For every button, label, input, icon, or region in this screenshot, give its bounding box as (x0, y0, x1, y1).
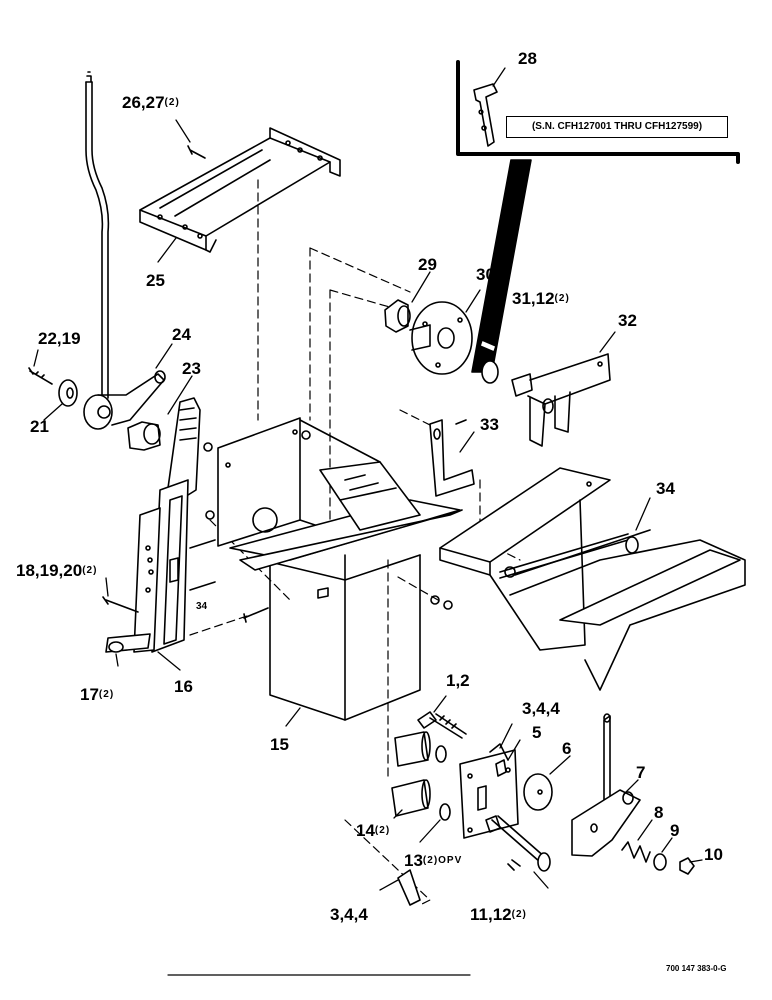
part-30-plate (409, 301, 473, 375)
part-14-spacer (391, 731, 431, 817)
console-housing (217, 417, 463, 721)
label-13: 13(2)OPV (404, 851, 463, 870)
part-23-bushing (127, 421, 161, 451)
label-33: 33 (480, 415, 499, 434)
part-33-bracket (429, 419, 475, 497)
label-32: 32 (618, 311, 637, 330)
serial-number-note: (S.N. CFH127001 THRU CFH127599) (506, 116, 728, 138)
label-3-4-4-bottom: 3,4,4 (330, 905, 368, 924)
part-7-lever (571, 713, 641, 857)
label-11-12: 11,12(2) (470, 905, 527, 924)
label-34-small: 34 (196, 601, 208, 612)
part-13-washer (435, 745, 451, 821)
housing-bolts (203, 430, 453, 623)
part-11-12-bolt (491, 815, 551, 872)
label-22-19: 22,19 (38, 329, 81, 348)
label-31-12: 31,12(2) (512, 289, 570, 308)
label-7: 7 (636, 763, 646, 782)
part-16-handle (105, 397, 201, 653)
label-28: 28 (518, 49, 537, 68)
part-18-19-20-bolt (102, 596, 139, 613)
part-34-rod (499, 533, 639, 579)
label-18-19-20: 18,19,20(2) (16, 561, 98, 580)
label-24: 24 (172, 325, 191, 344)
part-17-clip (108, 641, 124, 653)
part-1-2-bolt (417, 711, 467, 739)
label-17: 17(2) (80, 685, 115, 704)
label-6: 6 (562, 739, 572, 758)
part-25-bracket (139, 127, 341, 253)
part-22-19-screw (28, 367, 53, 385)
part-26-27-screw (187, 145, 206, 159)
label-3-4-4-top: 3,4,4 (522, 699, 560, 718)
inset-frame (456, 60, 740, 373)
part-21-washer (58, 379, 78, 407)
document-number: 700 147 383-0-G (666, 964, 727, 973)
part-9-washer (653, 853, 667, 871)
label-8: 8 (654, 803, 664, 822)
right-frame (439, 467, 746, 691)
label-15: 15 (270, 735, 289, 754)
label-1-2: 1,2 (446, 671, 470, 690)
part-31-12-screw (479, 339, 497, 353)
shift-lever-rod (85, 71, 110, 399)
label-5: 5 (532, 723, 542, 742)
part-3-4-4-screw (397, 759, 507, 906)
label-26-27: 26,27(2) (122, 93, 180, 112)
part-32-bracket (481, 353, 611, 447)
part-8-spring (621, 841, 651, 863)
label-10: 10 (704, 845, 723, 864)
part-10-nut (679, 857, 695, 875)
part-6-washer (523, 773, 553, 811)
label-9: 9 (670, 821, 680, 840)
part-24-hub (83, 370, 166, 430)
label-30: 30 (476, 265, 495, 284)
part-28-bracket (473, 83, 498, 147)
leader-arrows (33, 67, 703, 891)
label-29: 29 (418, 255, 437, 274)
label-16: 16 (174, 677, 193, 696)
label-34: 34 (656, 479, 675, 498)
part-29-bushing (384, 299, 411, 333)
label-23: 23 (182, 359, 201, 378)
label-25: 25 (146, 271, 165, 290)
label-14: 14(2) (356, 821, 391, 840)
label-21: 21 (30, 417, 49, 436)
